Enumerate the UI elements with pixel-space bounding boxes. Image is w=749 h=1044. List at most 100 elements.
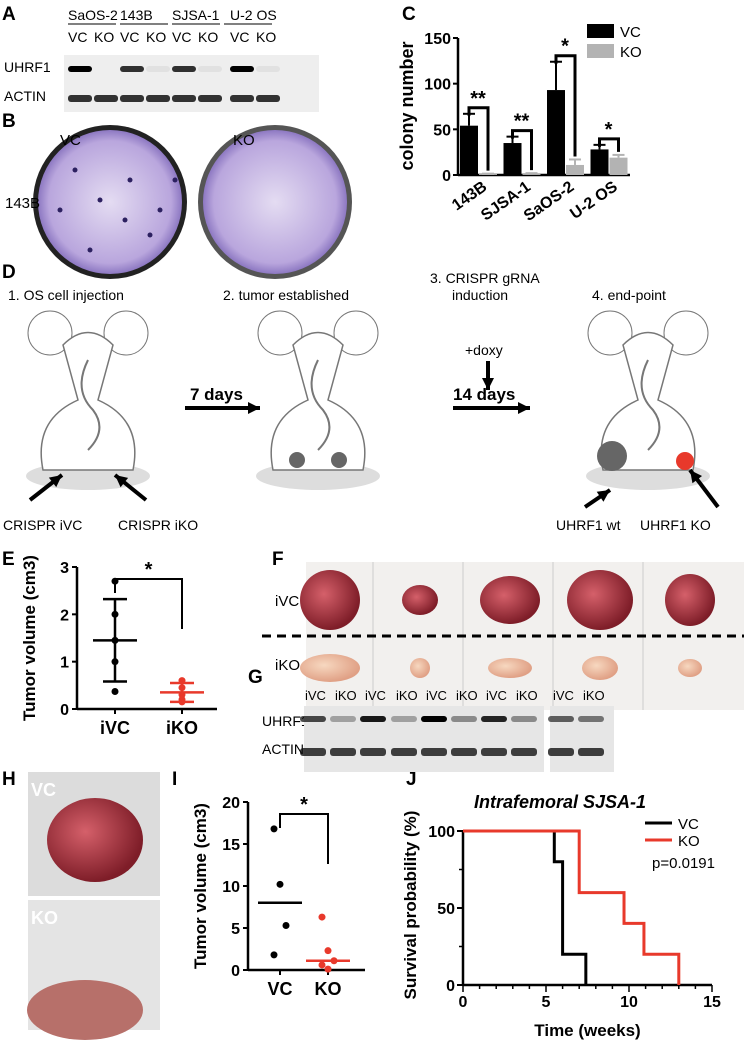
uhrf1-band	[120, 66, 144, 72]
actin-band	[511, 748, 537, 756]
x-tick-label: 5	[542, 994, 551, 1011]
mouse-ear	[257, 310, 303, 356]
panel-label-e: E	[2, 549, 15, 570]
mouse-tail	[80, 359, 101, 451]
row-label: iKO	[275, 657, 300, 674]
plate-label-vc: VC	[60, 132, 81, 149]
bar-ko	[566, 164, 584, 175]
y-tick-label: 5	[231, 921, 240, 938]
actin-band	[330, 748, 356, 756]
data-point	[276, 880, 284, 888]
mouse-body	[600, 331, 696, 471]
y-tick-label: 0	[60, 702, 69, 719]
lane-label: KO	[146, 29, 166, 45]
chart-title: Intrafemoral SJSA-1	[474, 792, 646, 812]
x-tick-label: SaOS-2	[521, 178, 577, 225]
uhrf1-band	[330, 716, 356, 722]
actin-band	[548, 748, 574, 756]
step-label: 2. tumor established	[223, 287, 349, 303]
cell-line-label: SJSA-1	[172, 7, 220, 23]
colony	[87, 247, 93, 253]
blot-background	[550, 706, 614, 772]
actin-band	[172, 95, 196, 102]
bar-vc	[590, 149, 609, 175]
actin-band	[230, 95, 254, 102]
significance-bracket	[279, 813, 329, 864]
arrow-head	[596, 490, 610, 502]
significance-star: *	[145, 559, 153, 581]
uhrf1-band	[578, 716, 604, 722]
x-tick-label: iKO	[166, 718, 198, 738]
mouse-ear	[333, 310, 379, 356]
tumor	[289, 452, 305, 468]
mouse-ear	[587, 310, 633, 356]
row-label-uhrf1: UHRF1	[262, 713, 309, 729]
lane-label: VC	[120, 29, 139, 45]
lane-label: iVC	[305, 688, 326, 703]
data-point	[318, 961, 326, 969]
y-tick-label: 1	[60, 655, 69, 672]
data-point	[324, 965, 332, 973]
x-axis-label: Time (weeks)	[534, 1021, 640, 1040]
y-tick-label: 0	[446, 978, 455, 995]
lane-label: iVC	[486, 688, 507, 703]
uhrf1-band	[421, 716, 447, 722]
bar-ko	[609, 157, 628, 175]
y-tick-label: 15	[222, 837, 240, 854]
scheme-label: UHRF1 wt	[556, 517, 621, 533]
actin-band	[360, 748, 386, 756]
uhrf1-band	[198, 66, 222, 72]
uhrf1-band	[300, 716, 326, 722]
lane-label: iVC	[553, 688, 574, 703]
uhrf1-band	[256, 66, 280, 72]
y-axis-label: Survival probability (%)	[401, 811, 420, 1000]
significance-bracket	[554, 54, 577, 157]
actin-band	[481, 748, 507, 756]
arrow-head	[482, 378, 494, 390]
step-label: 4. end-point	[592, 287, 666, 303]
colony	[172, 177, 178, 183]
y-tick-label: 3	[60, 560, 69, 577]
significance-star: *	[561, 36, 569, 58]
blot-background	[304, 706, 544, 772]
tumor-ivc	[480, 576, 540, 624]
x-tick-label: KO	[315, 979, 342, 999]
mouse-ear	[103, 310, 149, 356]
cell-line-label: U-2 OS	[230, 7, 277, 23]
y-tick-label: 100	[424, 77, 451, 94]
uhrf1-band	[391, 716, 417, 722]
y-tick-label: 0	[231, 963, 240, 980]
legend-label: KO	[620, 44, 642, 61]
row-label: iVC	[275, 593, 299, 610]
step-label: induction	[452, 287, 508, 303]
data-point	[270, 951, 278, 959]
bar-ko	[522, 174, 541, 175]
photo-label-vc: VC	[31, 780, 56, 800]
actin-band	[300, 748, 326, 756]
row-label-actin: ACTIN	[4, 88, 46, 104]
significance-star: *	[605, 119, 613, 141]
tumor-iko	[582, 656, 618, 680]
row-label-uhrf1: UHRF1	[4, 59, 51, 75]
tumor-photos-f: iVC iKO	[262, 562, 744, 710]
arrow-head	[48, 475, 62, 488]
arrow-label: 7 days	[190, 385, 243, 404]
y-tick-label: 100	[428, 824, 455, 841]
survival-curve-vc	[463, 829, 588, 985]
tumor-photos-h: VC KO	[27, 772, 160, 1040]
doxy-label: +doxy	[465, 342, 503, 358]
panel-label-j: J	[406, 769, 417, 790]
bar-vc	[503, 143, 522, 175]
arrow-label: 14 days	[453, 385, 515, 404]
panel-label-f: F	[272, 549, 284, 570]
cell-line-label: 143B	[120, 7, 153, 23]
uhrf1-band	[451, 716, 477, 722]
x-tick-label: 15	[703, 994, 721, 1011]
uhrf1-band	[548, 716, 574, 722]
lane-label: VC	[172, 29, 191, 45]
